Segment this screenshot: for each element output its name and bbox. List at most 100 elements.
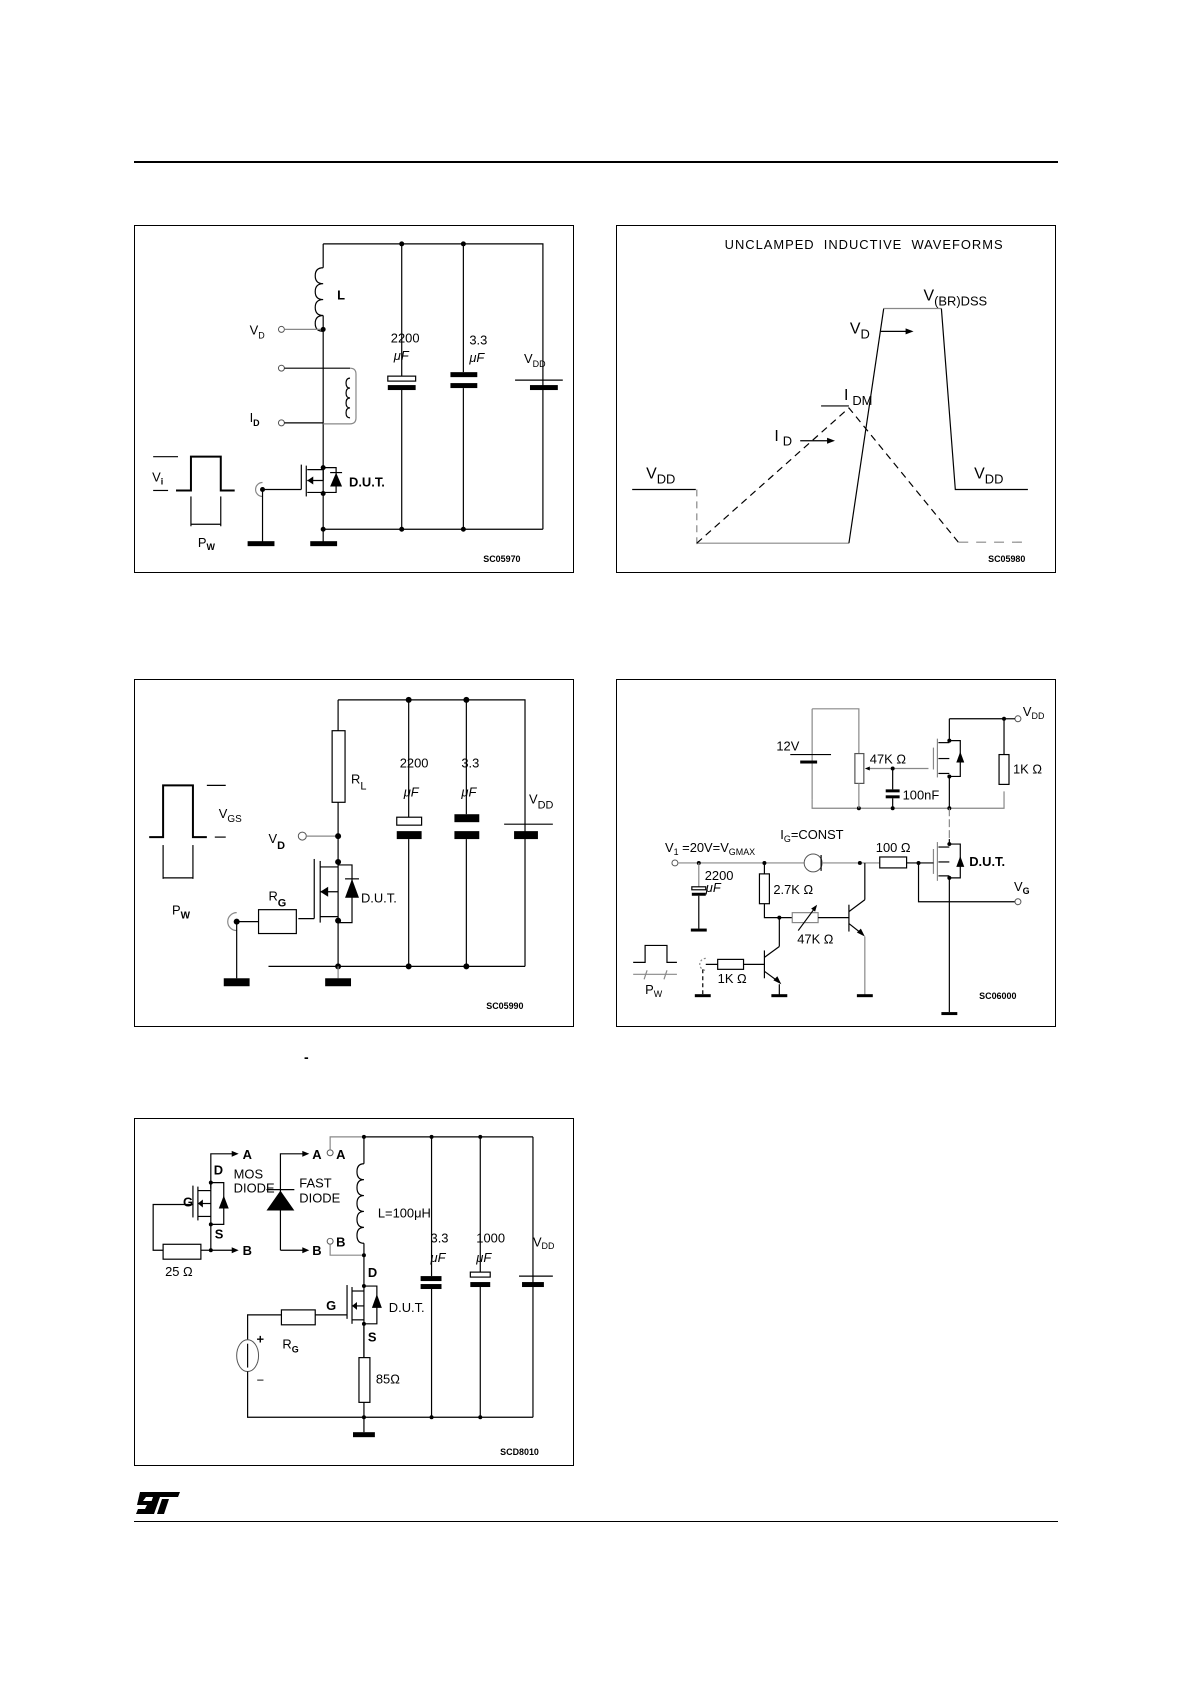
svg-text:D: D bbox=[214, 1163, 223, 1178]
label-pot-47k: 47K Ω bbox=[870, 752, 907, 767]
label-1k-top: 1K Ω bbox=[1013, 761, 1042, 776]
input-pulse-vgs: VGS PW bbox=[149, 784, 242, 922]
label-85: 85Ω bbox=[376, 1371, 400, 1386]
label-dut: D.U.T. bbox=[349, 474, 385, 489]
ground-symbol bbox=[310, 541, 338, 547]
label-c2200-unit: μF bbox=[705, 880, 722, 895]
cap-3.3-plate bbox=[450, 372, 478, 378]
gate-input-connector[interactable] bbox=[227, 912, 237, 932]
ground-symbol bbox=[694, 994, 711, 998]
svg-text:25 Ω: 25 Ω bbox=[165, 1264, 193, 1279]
svg-text:FAST: FAST bbox=[299, 1176, 331, 1191]
svg-text:B: B bbox=[312, 1243, 321, 1258]
vd-terminal[interactable] bbox=[297, 831, 307, 841]
svg-text:G: G bbox=[326, 1298, 336, 1313]
waveform-diagram: UNCLAMPED INDUCTIVE WAVEFORMS V(BR)DSS V… bbox=[632, 237, 1029, 564]
label-c2200-value: 2200 bbox=[705, 868, 734, 883]
vd-terminal[interactable] bbox=[277, 325, 285, 333]
terminal-a[interactable] bbox=[326, 1149, 334, 1157]
ground-symbol bbox=[771, 994, 788, 998]
resistor-1k-top bbox=[998, 753, 1010, 785]
label-ig: IG=CONST bbox=[780, 827, 843, 844]
label-pw: PW bbox=[645, 982, 663, 999]
label-c1-value: 2200 bbox=[391, 330, 420, 345]
figure-unclamped-inductive-waveforms: UNCLAMPED INDUCTIVE WAVEFORMS V(BR)DSS V… bbox=[616, 225, 1056, 573]
label-vd: VD bbox=[268, 831, 285, 852]
resistor-rg bbox=[280, 1309, 316, 1326]
svg-text:A: A bbox=[312, 1147, 321, 1162]
label-vdd-left: VDD bbox=[646, 466, 675, 487]
label-c1-unit: μF bbox=[430, 1250, 447, 1265]
label-c1-unit: μF bbox=[393, 348, 410, 363]
mosfet-dut: D.U.T. bbox=[932, 808, 1005, 1013]
svg-text:D: D bbox=[368, 1265, 377, 1280]
circuit-diagram: L VD ID 2200 μF 3.3 μF VDD D.U.T. bbox=[152, 241, 563, 564]
label-47k-var: 47K Ω bbox=[797, 931, 834, 946]
label-id: ID bbox=[250, 410, 261, 428]
stray-dash: - bbox=[304, 1049, 309, 1065]
figure-code: SC05980 bbox=[988, 554, 1025, 564]
label-c1-value: 2200 bbox=[400, 755, 429, 770]
label-c1-unit: μF bbox=[403, 784, 420, 799]
label-pw: PW bbox=[198, 535, 216, 552]
figure-diode-recovery-test-circuit: A D G MOS DIODE S B 25 Ω A B FAST DIODE bbox=[134, 1118, 574, 1466]
inductor-100uh bbox=[356, 1163, 364, 1244]
potentiometer-47k[interactable] bbox=[854, 752, 865, 784]
label-v1: V1 =20V=VGMAX bbox=[665, 840, 755, 857]
waveform-title: UNCLAMPED INDUCTIVE WAVEFORMS bbox=[725, 237, 1004, 252]
label-vd: VD bbox=[850, 320, 870, 341]
vg-terminal[interactable] bbox=[1014, 898, 1022, 906]
svg-text:MOS: MOS bbox=[234, 1167, 264, 1182]
label-rl: RL bbox=[351, 771, 366, 792]
svg-text:DIODE: DIODE bbox=[299, 1191, 340, 1206]
figure-code: SC05990 bbox=[486, 1001, 523, 1011]
label-vdd: VDD bbox=[524, 351, 546, 369]
svg-text:−: − bbox=[257, 1372, 265, 1387]
resistor-25 bbox=[162, 1243, 202, 1260]
svg-text:S: S bbox=[368, 1330, 377, 1345]
vdd-terminal[interactable] bbox=[1014, 715, 1022, 723]
mosfet-upper: 1K Ω VDD bbox=[932, 704, 1045, 809]
label-L: L bbox=[337, 288, 345, 303]
ground-symbol bbox=[353, 1432, 375, 1438]
gate-input-connector[interactable] bbox=[254, 481, 263, 498]
ground-symbol bbox=[856, 994, 873, 998]
svg-text:+: + bbox=[257, 1332, 265, 1347]
id-terminal-top[interactable] bbox=[277, 364, 285, 372]
figure-code: SC05970 bbox=[483, 554, 520, 564]
label-2.7k: 2.7K Ω bbox=[773, 882, 813, 897]
label-c2-unit: μF bbox=[460, 784, 477, 799]
label-c2-value: 1000 bbox=[476, 1230, 505, 1245]
label-vdd: VDD bbox=[1023, 704, 1045, 721]
label-100nf: 100nF bbox=[903, 787, 940, 802]
id-terminal-bottom[interactable] bbox=[277, 419, 285, 427]
label-c2-value: 3.3 bbox=[461, 755, 479, 770]
label-1k: 1K Ω bbox=[718, 971, 747, 986]
junction-dot bbox=[460, 241, 466, 247]
figure-code: SC06000 bbox=[979, 991, 1016, 1001]
input-pulse-pw: PW bbox=[633, 944, 677, 999]
label-vd: VD bbox=[250, 322, 266, 340]
label-dut: D.U.T. bbox=[361, 891, 397, 906]
circuit-diagram: 12V 47K Ω 100nF 1K Ω VDD D.U. bbox=[633, 704, 1045, 1016]
resistor-rl bbox=[331, 730, 346, 803]
terminal-b[interactable] bbox=[326, 1237, 334, 1245]
mosfet-dut: D.U.T. bbox=[300, 464, 385, 497]
ground-symbol bbox=[325, 978, 352, 987]
top-rail-wire bbox=[323, 243, 544, 530]
label-vgs: VGS bbox=[219, 806, 242, 825]
resistor-100 bbox=[879, 856, 908, 869]
svg-text:S: S bbox=[215, 1226, 224, 1241]
cap-2200-plate bbox=[387, 375, 417, 382]
figure-unclamped-inductive-test-circuit: L VD ID 2200 μF 3.3 μF VDD D.U.T. bbox=[134, 225, 574, 573]
id-waveform bbox=[696, 407, 959, 544]
resistor-rg bbox=[257, 909, 297, 935]
label-vbr-dss: V(BR)DSS bbox=[923, 288, 987, 309]
label-rg: RG bbox=[282, 1337, 298, 1355]
resistor-85 bbox=[358, 1357, 371, 1403]
label-c1-value: 3.3 bbox=[431, 1230, 449, 1245]
mosfet-dut: G D.U.T. S bbox=[326, 1284, 425, 1345]
v1-terminal[interactable] bbox=[671, 859, 679, 867]
label-vi: Vi bbox=[152, 470, 163, 487]
